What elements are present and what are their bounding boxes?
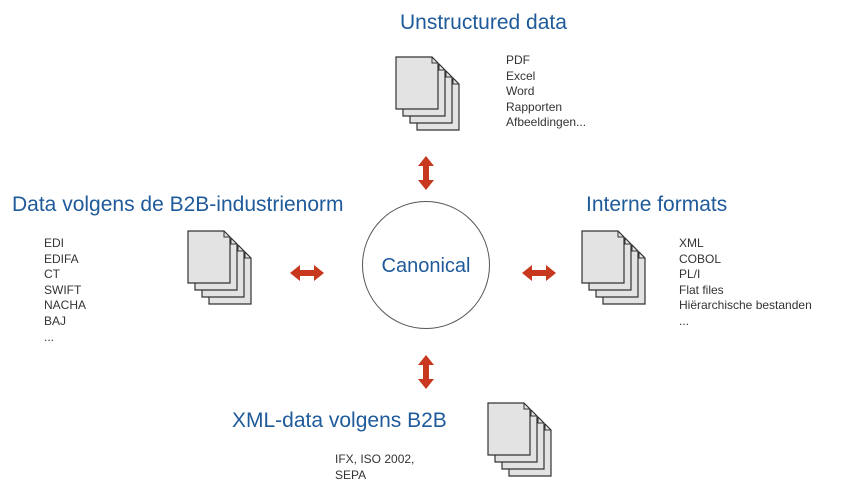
list-item: Afbeeldingen... (506, 115, 587, 130)
document-stack-icon (581, 230, 647, 306)
list-item: Word (506, 84, 535, 99)
list-item: ... (44, 329, 55, 344)
canonical-circle: Canonical (362, 201, 490, 329)
unstructured-data-list: PDF Excel Word Rapporten Afbeeldingen... (506, 53, 586, 131)
list-item: Rapporten (506, 99, 563, 114)
b2b-industry-standard-list: EDI EDIFA CT SWIFT NACHA BAJ ... (44, 236, 86, 345)
list-item: EDIFA (44, 251, 79, 266)
list-item: ... (679, 313, 690, 328)
list-item: Hiërarchische bestanden (679, 298, 812, 313)
arrow-left-right-icon (290, 265, 324, 281)
internal-formats-list: XML COBOL PL/I Flat files Hiërarchische … (679, 236, 812, 330)
arrow-up-down-icon (418, 355, 434, 389)
heading-b2b-industry-standard: Data volgens de B2B-industrienorm (12, 193, 344, 216)
list-item: EDI (44, 236, 65, 250)
document-stack-icon (187, 230, 253, 306)
list-item: BAJ (44, 313, 67, 328)
list-item: SEPA (335, 467, 367, 482)
list-item: CT (44, 267, 60, 282)
canonical-label: Canonical (381, 255, 471, 277)
heading-xml-data-b2b: XML-data volgens B2B (232, 409, 447, 432)
heading-internal-formats: Interne formats (586, 193, 728, 216)
arrow-up-down-icon (418, 156, 434, 190)
list-item: IFX, ISO 2002, (335, 452, 415, 466)
list-item: NACHA (44, 298, 87, 313)
xml-data-b2b-list: IFX, ISO 2002, SEPA (335, 452, 414, 483)
list-item: XML (679, 236, 704, 250)
arrow-left-right-icon (522, 265, 556, 281)
list-item: PDF (506, 53, 530, 67)
document-stack-icon (395, 56, 461, 132)
list-item: Excel (506, 68, 536, 83)
document-stack-icon (487, 402, 553, 478)
list-item: SWIFT (44, 282, 82, 297)
list-item: PL/I (679, 267, 701, 282)
heading-unstructured-data: Unstructured data (400, 11, 567, 34)
list-item: Flat files (679, 282, 724, 297)
list-item: COBOL (679, 251, 722, 266)
